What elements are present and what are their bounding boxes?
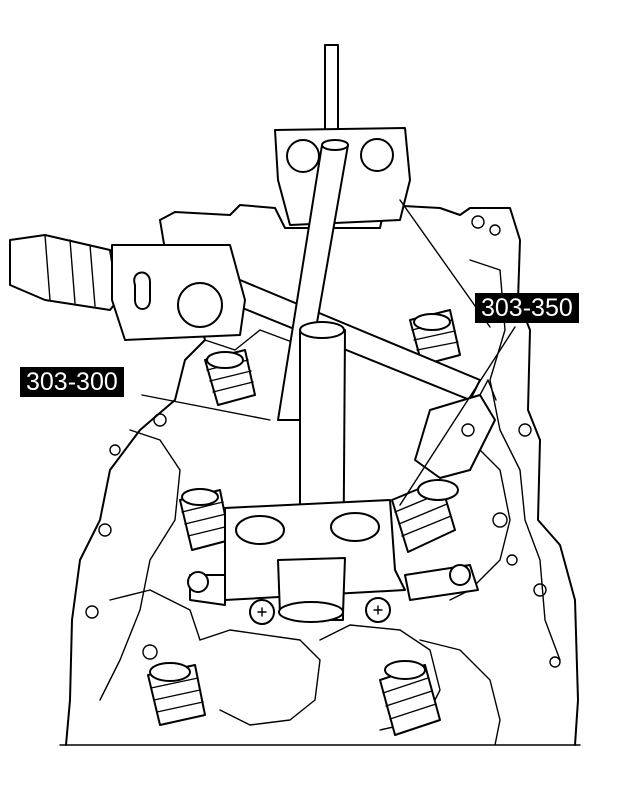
- tool-shaft-bracket: [187, 44, 479, 625]
- valve-springs: [147, 309, 461, 736]
- callout-303-350: 303-350: [475, 293, 579, 323]
- callout-303-300: 303-300: [20, 367, 124, 397]
- tool-303-300-handle: [9, 234, 246, 341]
- tool-303-350-lever: [234, 279, 497, 479]
